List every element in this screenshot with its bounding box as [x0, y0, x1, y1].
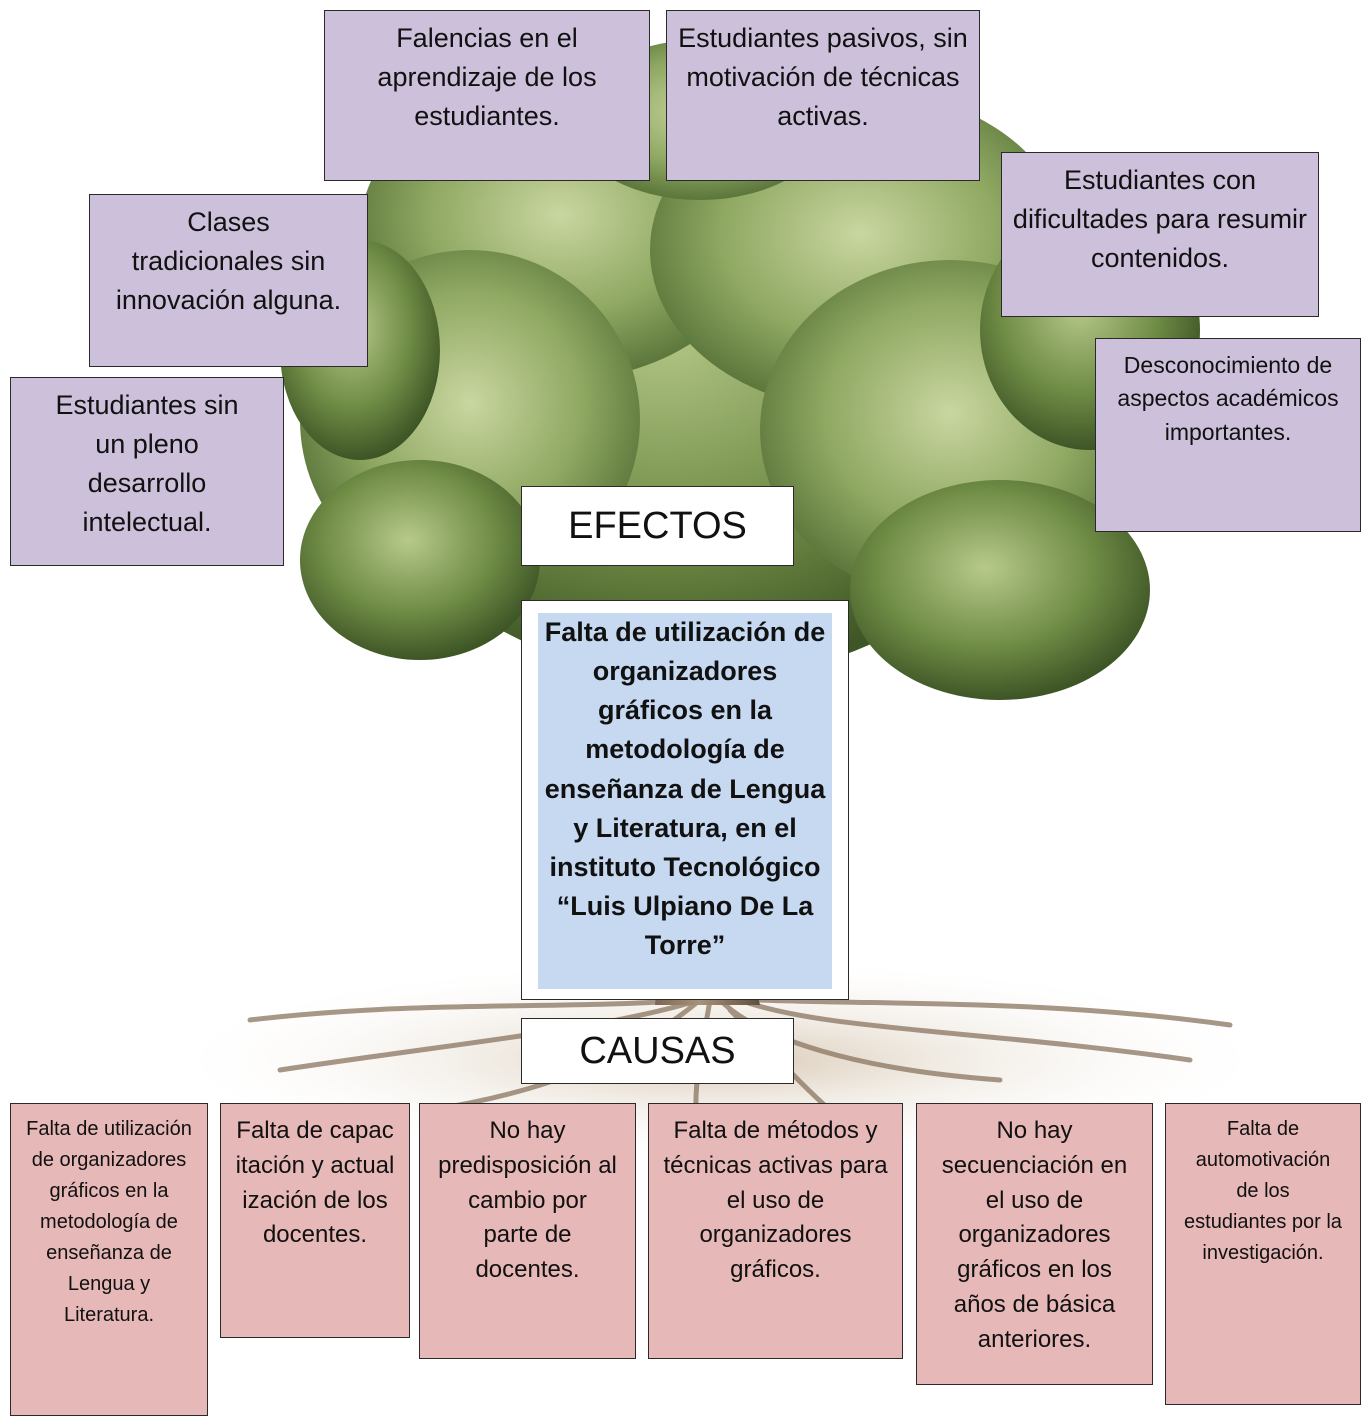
cause-text: No hay predisposición al cambio por part…: [438, 1117, 617, 1284]
cause-box-no-change-disposition: No hay predisposición al cambio por part…: [419, 1103, 636, 1359]
cause-text: Falta de utilización de organizadores gr…: [26, 1118, 192, 1326]
effect-box-traditional-classes: Clases tradicionales sin innovación algu…: [89, 194, 368, 367]
cause-text: Falta de métodos y técnicas activas para…: [663, 1117, 888, 1284]
cause-box-no-graphic-organizers: Falta de utilización de organizadores gr…: [10, 1103, 208, 1416]
effect-text: Clases tradicionales sin innovación algu…: [115, 207, 342, 316]
cause-text: Falta de capacitación y actualización de…: [235, 1117, 395, 1249]
effect-box-academic-unawareness: Desconocimiento de aspectos académicos i…: [1095, 338, 1361, 532]
cause-box-student-self-motivation: Falta de automotivación de los estudiant…: [1165, 1103, 1361, 1405]
causes-label-text: CAUSAS: [579, 1029, 736, 1072]
effect-text: Estudiantes pasivos, sin motivación de t…: [678, 23, 968, 132]
effect-text: Desconocimiento de aspectos académicos i…: [1117, 352, 1339, 445]
effect-box-summarizing-difficulty: Estudiantes con dificultades para resumi…: [1001, 152, 1319, 317]
effects-label: EFECTOS: [521, 486, 794, 566]
effect-text: Estudiantes sin un pleno desarrollo inte…: [55, 390, 239, 538]
causes-label: CAUSAS: [521, 1018, 794, 1084]
cause-text: Falta de automotivación de los estudiant…: [1184, 1118, 1342, 1264]
cause-box-lack-active-methods: Falta de métodos y técnicas activas para…: [648, 1103, 903, 1359]
effect-box-passive-students: Estudiantes pasivos, sin motivación de t…: [666, 10, 980, 181]
cause-text: No hay secuenciación en el uso de organi…: [941, 1117, 1128, 1353]
effect-box-intellectual-development: Estudiantes sin un pleno desarrollo inte…: [10, 377, 284, 566]
cause-box-no-sequencing: No hay secuenciación en el uso de organi…: [916, 1103, 1153, 1385]
effects-label-text: EFECTOS: [568, 504, 747, 547]
problem-statement: Falta de utilización de organizadores gr…: [544, 617, 826, 961]
cause-box-teacher-training: Falta de capacitación y actualización de…: [220, 1103, 410, 1338]
central-problem-box: Falta de utilización de organizadores gr…: [521, 600, 849, 1000]
effect-box-learning-gaps: Falencias en el aprendizaje de los estud…: [324, 10, 650, 181]
central-problem-text: Falta de utilización de organizadores gr…: [538, 613, 832, 989]
effect-text: Estudiantes con dificultades para resumi…: [1012, 165, 1308, 274]
effect-text: Falencias en el aprendizaje de los estud…: [377, 23, 597, 132]
